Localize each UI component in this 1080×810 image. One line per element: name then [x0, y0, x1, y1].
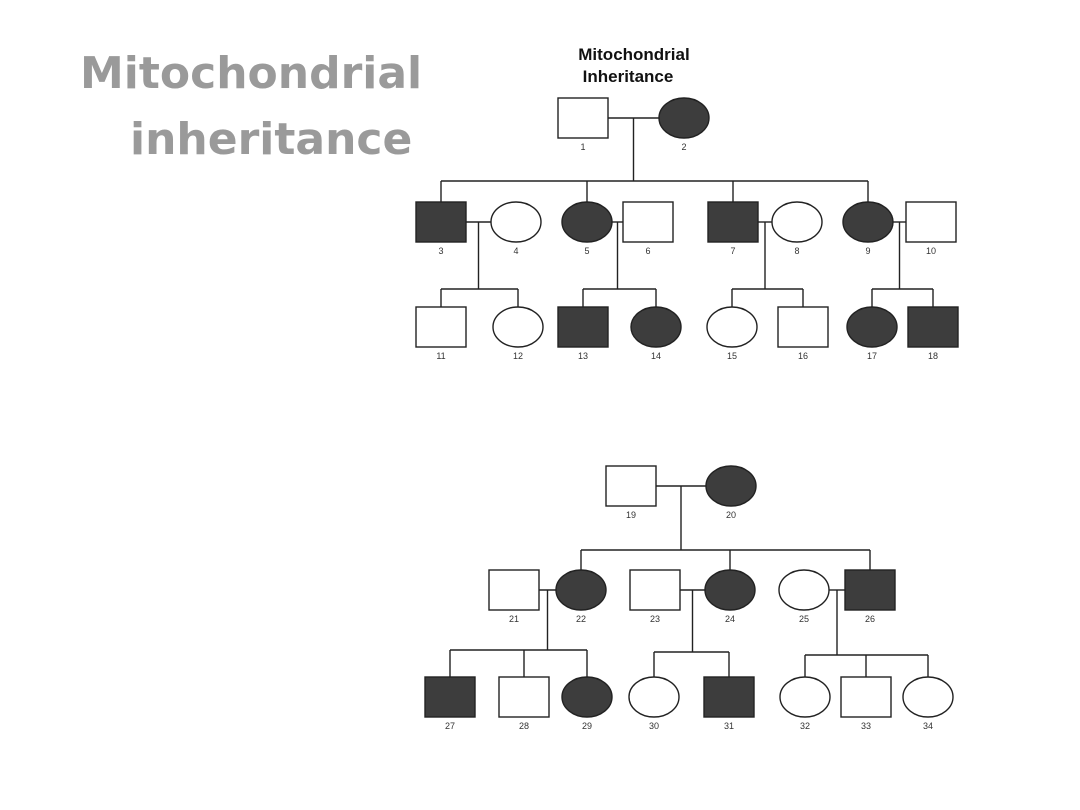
individual-number: 15: [727, 351, 737, 361]
male-affected-square: [844, 569, 896, 611]
male-unaffected-square: [840, 676, 892, 718]
individual-number: 14: [651, 351, 661, 361]
female-affected-circle: [561, 676, 613, 718]
pedigree-title-line-2: Inheritance: [583, 67, 674, 86]
individual-number: 23: [650, 614, 660, 624]
pedigree-title-line-1: Mitochondrial: [578, 45, 689, 64]
individual-number: 21: [509, 614, 519, 624]
individual-number: 7: [730, 246, 735, 256]
female-affected-circle: [842, 201, 894, 243]
female-affected-circle: [561, 201, 613, 243]
individual-number: 32: [800, 721, 810, 731]
individual-number: 4: [513, 246, 518, 256]
female-affected-circle: [705, 465, 757, 507]
female-unaffected-circle: [706, 306, 758, 348]
individual-number: 2: [681, 142, 686, 152]
individual-number: 24: [725, 614, 735, 624]
male-unaffected-square: [498, 676, 550, 718]
individual-number: 12: [513, 351, 523, 361]
slide-title-line-2: inheritance: [130, 114, 413, 165]
individual-number: 20: [726, 510, 736, 520]
individual-number: 18: [928, 351, 938, 361]
individual-number: 33: [861, 721, 871, 731]
individual-number: 19: [626, 510, 636, 520]
individual-number: 11: [436, 351, 445, 361]
individual-number: 17: [867, 351, 877, 361]
female-affected-circle: [658, 97, 710, 139]
individual-number: 22: [576, 614, 586, 624]
female-affected-circle: [704, 569, 756, 611]
individual-number: 34: [923, 721, 933, 731]
female-unaffected-circle: [492, 306, 544, 348]
male-unaffected-square: [777, 306, 829, 348]
male-unaffected-square: [557, 97, 609, 139]
individual-number: 1: [580, 142, 585, 152]
female-unaffected-circle: [771, 201, 823, 243]
male-unaffected-square: [905, 201, 957, 243]
individual-number: 29: [582, 721, 592, 731]
male-unaffected-square: [629, 569, 681, 611]
individual-number: 30: [649, 721, 659, 731]
female-unaffected-circle: [778, 569, 830, 611]
individual-number: 6: [645, 246, 650, 256]
female-affected-circle: [555, 569, 607, 611]
male-affected-square: [907, 306, 959, 348]
female-unaffected-circle: [628, 676, 680, 718]
male-affected-square: [424, 676, 476, 718]
individual-number: 13: [578, 351, 588, 361]
female-unaffected-circle: [779, 676, 831, 718]
male-affected-square: [703, 676, 755, 718]
female-affected-circle: [846, 306, 898, 348]
individual-number: 26: [865, 614, 875, 624]
male-affected-square: [415, 201, 467, 243]
female-unaffected-circle: [490, 201, 542, 243]
male-unaffected-square: [415, 306, 467, 348]
individual-number: 28: [519, 721, 529, 731]
individual-number: 10: [926, 246, 936, 256]
male-affected-square: [707, 201, 759, 243]
female-unaffected-circle: [902, 676, 954, 718]
individual-number: 9: [865, 246, 870, 256]
individual-number: 3: [438, 246, 443, 256]
pedigree-lines: [440, 117, 934, 677]
male-unaffected-square: [488, 569, 540, 611]
female-affected-circle: [630, 306, 682, 348]
individual-number: 5: [584, 246, 589, 256]
male-unaffected-square: [622, 201, 674, 243]
individual-number: 27: [445, 721, 455, 731]
individual-number: 31: [724, 721, 734, 731]
individual-number: 8: [794, 246, 799, 256]
individual-number: 16: [798, 351, 808, 361]
individual-number: 25: [799, 614, 809, 624]
male-affected-square: [557, 306, 609, 348]
slide-title-line-1: Mitochondrial: [80, 48, 423, 99]
male-unaffected-square: [605, 465, 657, 507]
